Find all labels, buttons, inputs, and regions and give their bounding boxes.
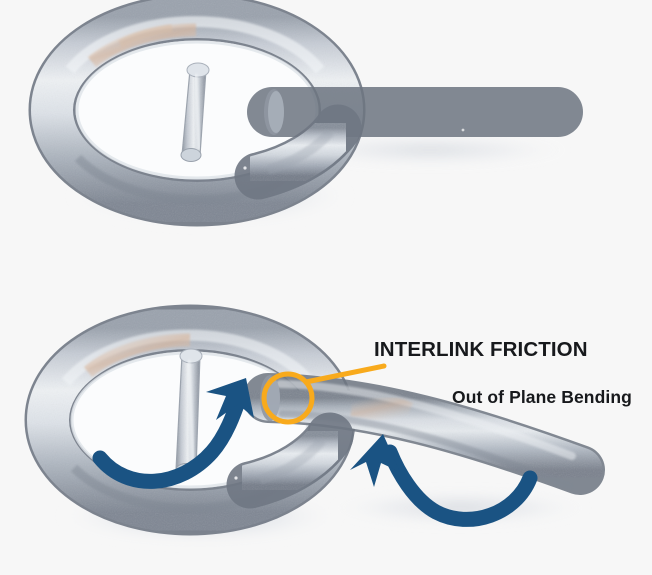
top-link-stud (180, 62, 210, 162)
right-rotation-arrow (350, 434, 538, 527)
circle-highlight-icon[interactable] (261, 371, 315, 425)
out-of-plane-bending-label: Out of Plane Bending (452, 387, 632, 407)
rust-patch (83, 333, 191, 378)
interlink-friction-leader-line (303, 363, 387, 385)
interlink-friction-label: INTERLINK FRICTION (374, 338, 588, 361)
curved-arrow-icon (382, 444, 538, 527)
left-rotation-arrow (92, 378, 254, 489)
top-bar-shadow (290, 134, 570, 166)
top-panel-group (28, 0, 583, 227)
top-adjacent-bar (247, 87, 583, 137)
curved-arrow-head (206, 378, 254, 420)
top-link-front-arc (234, 104, 362, 200)
curved-arrow-head (350, 434, 400, 487)
bottom-panel-group (24, 304, 605, 544)
bottom-link-front-arc (226, 412, 354, 509)
curved-arrow-icon (92, 388, 248, 489)
interlink-friction-annotation[interactable] (261, 363, 387, 425)
bottom-adjacent-bar-bent (243, 373, 605, 495)
